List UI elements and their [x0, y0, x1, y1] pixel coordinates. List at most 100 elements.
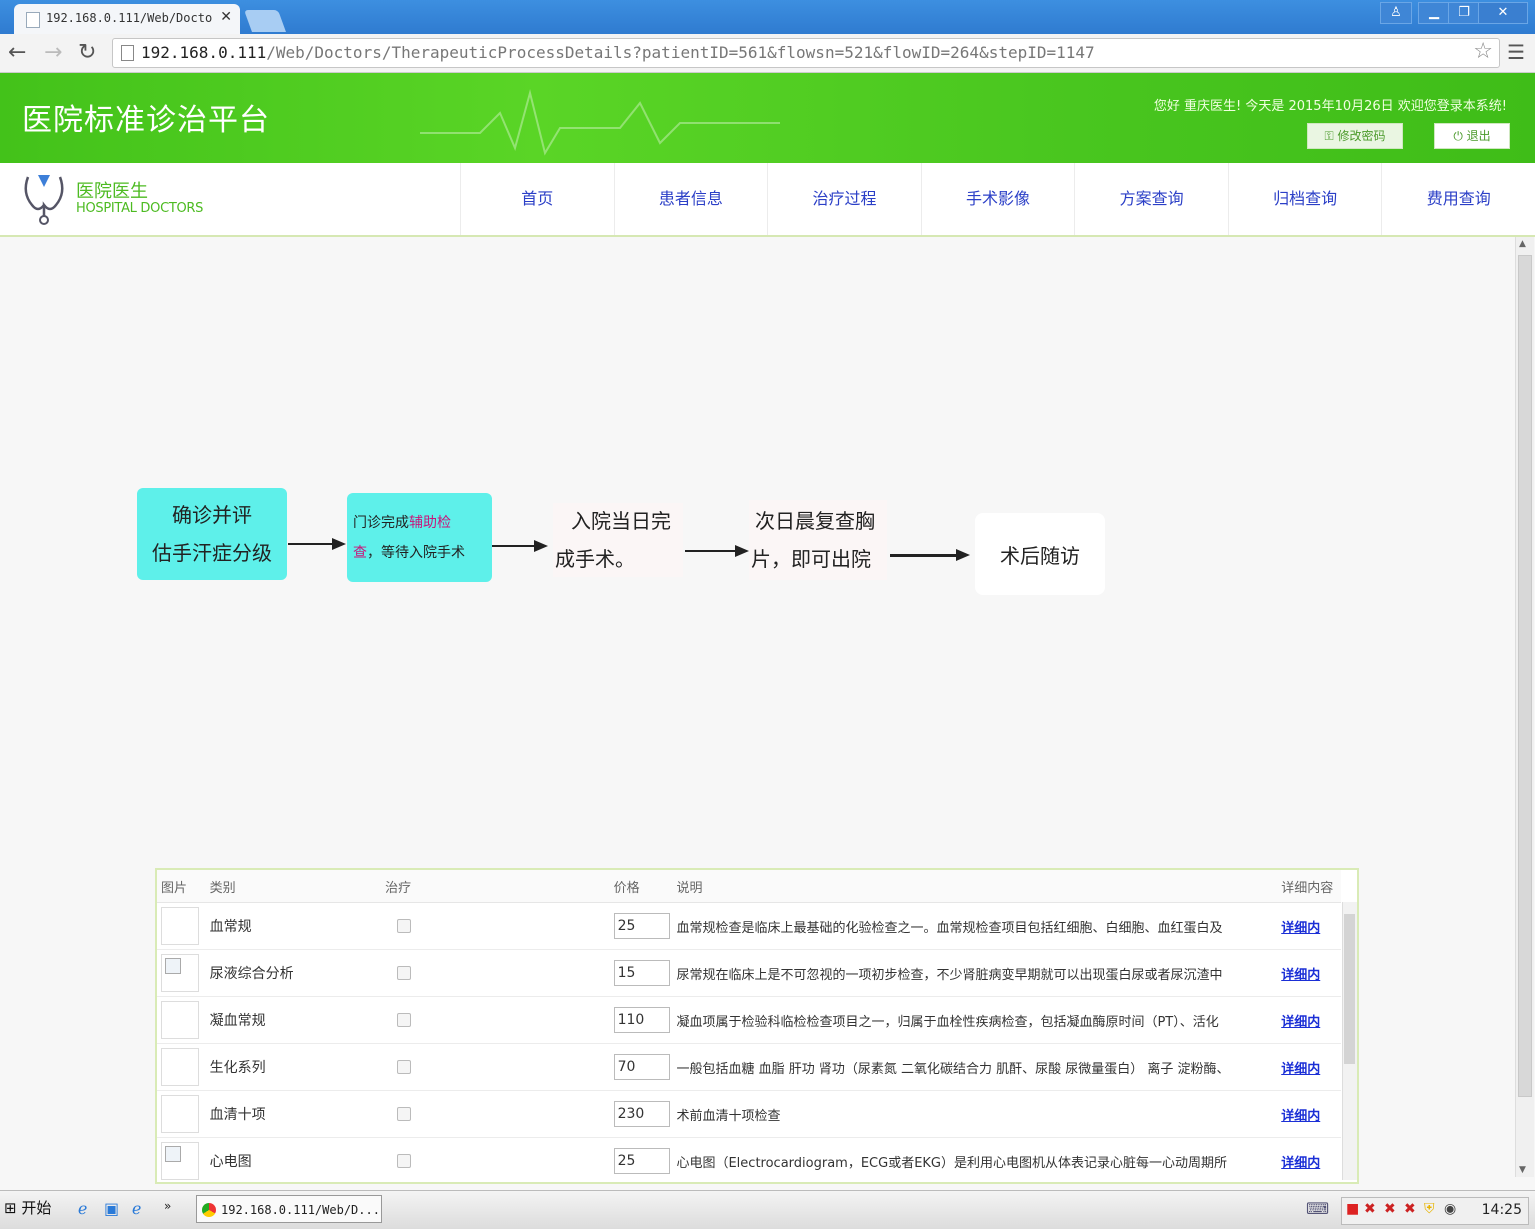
exam-thumbnail[interactable]: [161, 1001, 199, 1039]
flow-step-outpatient-text: 门诊完成辅助检查，等待入院手术: [353, 514, 465, 561]
tray-network-error-icon[interactable]: ✖: [1404, 1201, 1416, 1217]
more-icon[interactable]: »: [164, 1199, 172, 1213]
nav-archive-query[interactable]: 归档查询: [1227, 163, 1382, 235]
tray-network-error-icon[interactable]: ✖: [1364, 1201, 1376, 1217]
price-input[interactable]: 15: [613, 960, 670, 986]
cell-price: 230: [609, 1090, 673, 1138]
bookmark-star-icon[interactable]: ☆: [1473, 39, 1493, 64]
exam-thumbnail[interactable]: [161, 907, 199, 945]
taskbar-chrome-window[interactable]: 192.168.0.111/Web/D...: [196, 1195, 382, 1223]
nav-patient-info[interactable]: 患者信息: [613, 163, 768, 235]
browser-menu-icon[interactable]: ☰: [1507, 40, 1525, 64]
flow-step-diagnosis[interactable]: 确诊并评 估手汗症分级: [137, 488, 287, 580]
flow-step-discharge[interactable]: 次日晨复查胸 片，即可出院: [749, 500, 887, 580]
desktop-icon[interactable]: ▣: [104, 1199, 120, 1218]
tray-shield-icon[interactable]: ⛨: [1424, 1201, 1435, 1217]
price-input[interactable]: 230: [613, 1101, 670, 1127]
cell-desc: 术前血清十项检查: [672, 1090, 1278, 1138]
forward-arrow-icon[interactable]: →: [44, 40, 63, 65]
flow-step-followup[interactable]: 术后随访: [975, 513, 1105, 595]
detail-link[interactable]: 详细内: [1281, 1108, 1321, 1124]
new-tab-button[interactable]: [243, 10, 287, 32]
exam-description: 一般包括血糖 血脂 肝功 肾功（尿素氮 二氧化碳结合力 肌酐、尿酸 尿微量蛋白）…: [676, 1061, 1230, 1077]
exam-thumbnail[interactable]: [161, 1095, 199, 1133]
reload-icon[interactable]: ↻: [78, 40, 97, 65]
power-icon: ⏻: [1453, 129, 1467, 143]
tab-close-icon[interactable]: ✕: [220, 9, 232, 25]
treatment-checkbox[interactable]: [397, 1154, 412, 1168]
exam-thumbnail[interactable]: [161, 1048, 199, 1086]
price-input[interactable]: 110: [613, 1007, 670, 1033]
price-input[interactable]: 70: [613, 1054, 670, 1080]
table-scrollbar[interactable]: [1342, 902, 1357, 1180]
cell-price: 110: [609, 996, 673, 1044]
page-scroll-thumb[interactable]: [1518, 255, 1532, 1097]
flow-step-outpatient[interactable]: 门诊完成辅助检查，等待入院手术: [347, 493, 492, 582]
treatment-checkbox[interactable]: [397, 1107, 412, 1121]
browser-tab[interactable]: 192.168.0.111/Web/Docto ✕: [14, 4, 240, 34]
network-icon[interactable]: ⌨: [1306, 1199, 1330, 1218]
detail-link[interactable]: 详细内: [1281, 1014, 1321, 1030]
tray-volume-icon[interactable]: ◉: [1444, 1201, 1457, 1217]
table-scroll-thumb[interactable]: [1344, 914, 1355, 1064]
cell-image: [157, 949, 206, 997]
page-scrollbar[interactable]: ▲ ▼: [1515, 237, 1534, 1177]
exam-thumbnail[interactable]: [161, 954, 199, 992]
nav-fee-query[interactable]: 费用查询: [1381, 163, 1535, 235]
flow-arrowhead: [735, 545, 749, 557]
minimize-icon[interactable]: ▁: [1418, 2, 1450, 24]
flow-arrowhead: [332, 538, 346, 550]
cell-category: 血常规: [205, 902, 382, 950]
col-detail: 详细内容: [1277, 870, 1341, 903]
scroll-up-icon[interactable]: ▲: [1519, 239, 1526, 249]
price-input[interactable]: 25: [613, 913, 670, 939]
table-header-row: 图片 类别 治疗 价格 说明 详细内容: [157, 870, 1341, 903]
price-input[interactable]: 25: [613, 1148, 670, 1174]
change-password-button[interactable]: ⚿ 修改密码: [1307, 123, 1403, 149]
nav-surgery-images[interactable]: 手术影像: [920, 163, 1075, 235]
page-icon: [121, 45, 134, 61]
user-profile-icon[interactable]: ♙: [1380, 2, 1412, 24]
logo-text-en: HOSPITAL DOCTORS: [76, 201, 204, 216]
detail-link[interactable]: 详细内: [1281, 920, 1321, 936]
cell-desc: 一般包括血糖 血脂 肝功 肾功（尿素氮 二氧化碳结合力 肌酐、尿酸 尿微量蛋白）…: [672, 1043, 1278, 1091]
flow-step-surgery-line2: 成手术。: [555, 547, 635, 571]
exam-thumbnail[interactable]: [161, 1142, 199, 1180]
start-button[interactable]: ⊞ 开始: [4, 1197, 51, 1218]
detail-link[interactable]: 详细内: [1281, 967, 1321, 983]
greeting-text: 您好 重庆医生! 今天是 2015年10月26日 欢迎您登录本系统!: [1153, 99, 1507, 114]
nav-plan-query[interactable]: 方案查询: [1074, 163, 1228, 235]
flow-connector: [890, 554, 956, 557]
clock[interactable]: 14:25: [1481, 1202, 1522, 1218]
cell-detail: 详细内: [1277, 996, 1341, 1044]
restore-icon[interactable]: ❐: [1448, 2, 1480, 24]
treatment-checkbox[interactable]: [397, 1060, 412, 1074]
site-logo[interactable]: 医院医生 HOSPITAL DOCTORS: [20, 171, 230, 227]
treatment-checkbox[interactable]: [397, 919, 412, 933]
chrome-icon: [202, 1203, 216, 1217]
detail-link[interactable]: 详细内: [1281, 1155, 1321, 1171]
url-text: 192.168.0.111/Web/Doctors/TherapeuticPro…: [141, 43, 1095, 62]
nav-home[interactable]: 首页: [460, 163, 614, 235]
flow-step-surgery[interactable]: 入院当日完 成手术。: [553, 503, 683, 577]
cell-image: [157, 902, 206, 950]
back-arrow-icon[interactable]: ←: [8, 40, 27, 65]
tray-network-error-icon[interactable]: ✖: [1384, 1201, 1396, 1217]
treatment-checkbox[interactable]: [397, 1013, 412, 1027]
treatment-checkbox[interactable]: [397, 966, 412, 980]
nav-treatment-process[interactable]: 治疗过程: [767, 163, 921, 235]
tray-app-icon[interactable]: ■: [1346, 1201, 1360, 1217]
url-input[interactable]: 192.168.0.111/Web/Doctors/TherapeuticPro…: [112, 38, 1500, 68]
scroll-down-icon[interactable]: ▼: [1519, 1165, 1526, 1175]
cell-treat: [381, 1090, 610, 1138]
close-window-icon[interactable]: ✕: [1478, 2, 1528, 24]
logout-button[interactable]: ⏻ 退出: [1434, 123, 1510, 149]
browser-quicklaunch-icon[interactable]: ℯ: [132, 1199, 142, 1218]
detail-link[interactable]: 详细内: [1281, 1061, 1321, 1077]
heartbeat-decoration-icon: [420, 89, 780, 156]
ie-icon[interactable]: ℯ: [78, 1199, 88, 1218]
flow-step-diagnosis-line2: 估手汗症分级: [152, 541, 272, 565]
